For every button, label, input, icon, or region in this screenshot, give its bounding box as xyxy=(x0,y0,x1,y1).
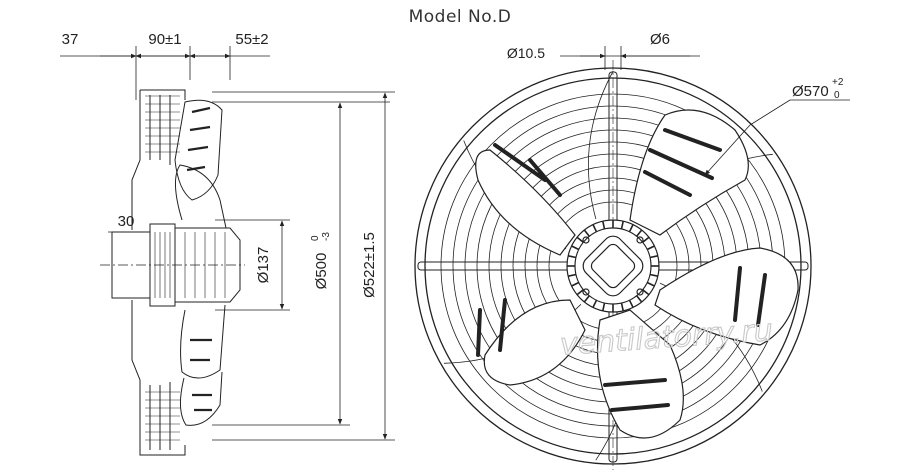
blade-front-5 xyxy=(475,143,576,256)
front-view: Ø10.5 Ø6 Ø570 +2 0 ventilatorry.ru xyxy=(414,31,850,470)
blade-front-3 xyxy=(596,309,684,439)
cooling-fin xyxy=(649,255,658,259)
dim-570-tol-lower: 0 xyxy=(834,90,840,101)
motor-side xyxy=(100,223,245,307)
guard-side-profile xyxy=(131,89,186,456)
cooling-fin xyxy=(571,245,580,251)
cooling-fin xyxy=(602,221,606,230)
cooling-fin xyxy=(620,302,624,311)
cooling-fin xyxy=(636,295,643,303)
dim-570-label-group: Ø570 +2 0 xyxy=(792,77,844,101)
cooling-fin xyxy=(571,281,580,287)
dim-6-label: Ø6 xyxy=(650,31,670,48)
cooling-fin xyxy=(592,224,598,233)
dim-500-tol-upper: 0 xyxy=(310,235,321,241)
dim-10-5-label: Ø10.5 xyxy=(507,45,545,61)
cooling-fin xyxy=(583,229,590,237)
dim-30-label: 30 xyxy=(118,213,135,230)
vertical-dimensions xyxy=(212,91,395,441)
dim-570-tol-upper: +2 xyxy=(832,77,844,88)
cooling-fin xyxy=(620,221,624,230)
cooling-fin xyxy=(628,299,634,308)
cooling-fin xyxy=(646,245,655,251)
cooling-fin xyxy=(592,299,598,308)
guard-spoke xyxy=(588,70,614,220)
front-dimensions xyxy=(560,46,850,176)
dim-137-label: Ø137 xyxy=(255,247,272,284)
blade-front-1 xyxy=(629,109,749,236)
dim-500-label-group: Ø500 0 -3 xyxy=(310,232,332,290)
cooling-fin xyxy=(642,236,650,243)
cooling-fin xyxy=(568,255,577,259)
cooling-fin xyxy=(583,295,590,303)
blade-front-4 xyxy=(476,298,586,386)
dim-570-label: Ø570 xyxy=(792,83,829,100)
dim-522-label: Ø522±1.5 xyxy=(361,232,378,298)
dim-55-label: 55±2 xyxy=(235,31,268,48)
cooling-fin xyxy=(576,289,584,296)
cooling-fin xyxy=(642,289,650,296)
dim-500-tol-lower: -3 xyxy=(321,232,332,241)
blade-side-profile xyxy=(174,99,227,426)
side-view: 37 90±1 55±2 30 xyxy=(60,31,395,456)
top-dimension-chain xyxy=(60,46,270,100)
cooling-fin xyxy=(649,273,658,277)
dim-90-label: 90±1 xyxy=(148,31,181,48)
watermark: ventilatorry.ru xyxy=(559,313,774,363)
dim-37-label: 37 xyxy=(62,31,79,48)
motor-front xyxy=(566,219,660,313)
cooling-fin xyxy=(646,281,655,287)
dim-500-label: Ø500 xyxy=(313,253,330,290)
cooling-fin xyxy=(576,236,584,243)
model-title: Model No.D xyxy=(409,7,512,27)
blade-front-2 xyxy=(654,247,799,346)
cooling-fin xyxy=(628,224,634,233)
motor-cooling-fins xyxy=(567,220,659,312)
cooling-fin xyxy=(568,273,577,277)
cooling-fin xyxy=(602,302,606,311)
cooling-fin xyxy=(636,229,643,237)
